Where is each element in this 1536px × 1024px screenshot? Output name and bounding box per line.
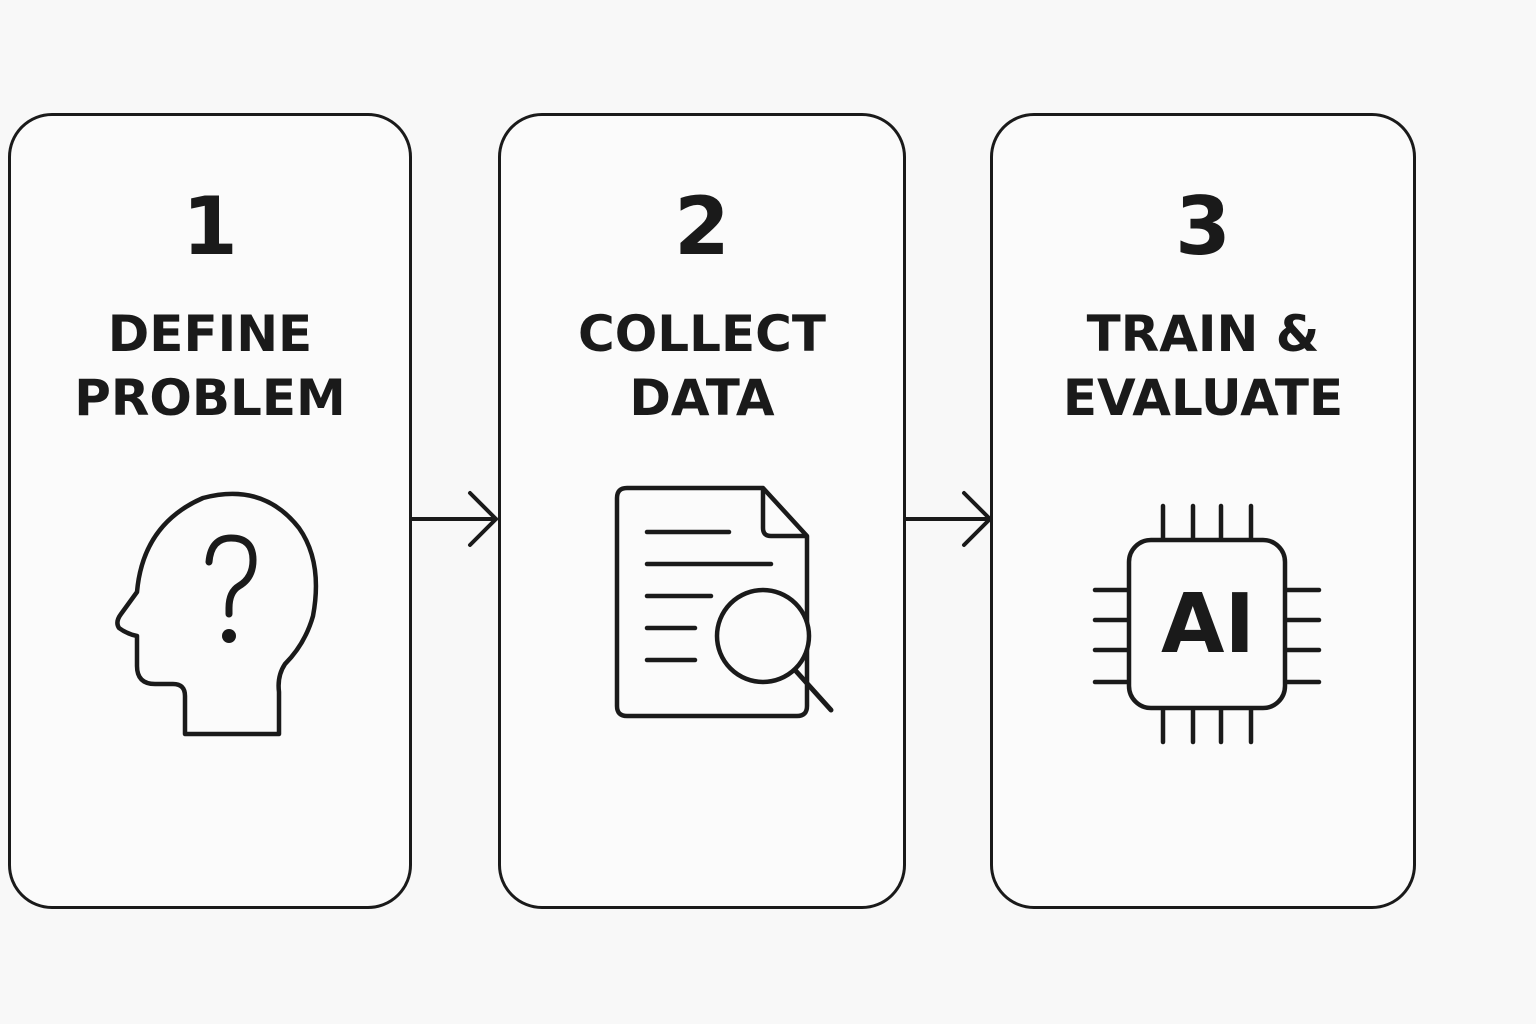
step-title-line-2: PROBLEM xyxy=(74,369,346,427)
step-title-line-1: TRAIN & xyxy=(1086,305,1320,363)
step-title-line-2: DATA xyxy=(629,369,775,427)
step-card-train-evaluate: 3 TRAIN & EVALUATE AI xyxy=(990,113,1416,909)
step-number: 3 xyxy=(1175,180,1231,273)
chip-label: AI xyxy=(1161,577,1255,672)
step-number: 1 xyxy=(182,180,238,273)
ai-chip-icon: AI xyxy=(1092,503,1322,745)
arrow-right-icon xyxy=(904,491,992,547)
arrow-right-icon xyxy=(410,491,498,547)
step-title: DEFINE PROBLEM xyxy=(11,302,409,430)
document-search-icon xyxy=(614,485,834,719)
step-card-define-problem: 1 DEFINE PROBLEM xyxy=(8,113,412,909)
step-title-line-1: DEFINE xyxy=(107,305,313,363)
step-card-collect-data: 2 COLLECT DATA xyxy=(498,113,906,909)
step-number: 2 xyxy=(674,180,730,273)
step-title-line-2: EVALUATE xyxy=(1062,369,1344,427)
head-question-icon xyxy=(115,491,319,737)
step-title: COLLECT DATA xyxy=(501,302,903,430)
step-title: TRAIN & EVALUATE xyxy=(993,302,1413,430)
step-title-line-1: COLLECT xyxy=(578,305,826,363)
